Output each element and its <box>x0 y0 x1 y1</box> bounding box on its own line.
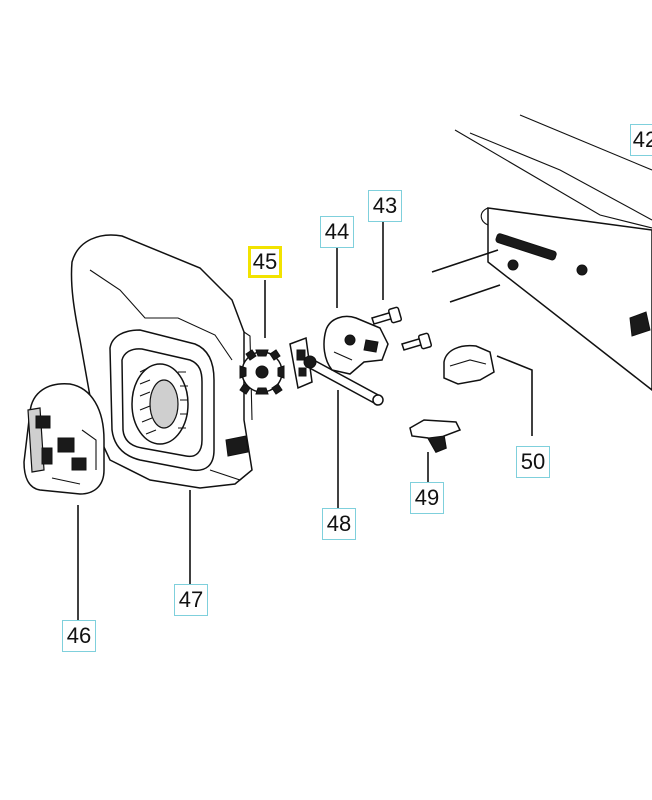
adjusting-rod <box>303 355 384 406</box>
tensioner-block <box>323 315 389 375</box>
sprocket-gear <box>239 349 285 395</box>
callout-47: 47 <box>174 584 208 616</box>
callout-50: 50 <box>516 446 550 478</box>
bracket-plate <box>289 336 313 390</box>
sprocket-cover <box>70 234 253 489</box>
callout-46: 46 <box>62 620 96 652</box>
screws <box>371 306 433 351</box>
leader-lines <box>77 222 533 620</box>
small-lever <box>409 419 462 453</box>
chain-catch <box>443 344 495 385</box>
callout-45: 45 <box>248 246 282 278</box>
callout-43: 43 <box>368 190 402 222</box>
callout-44: 44 <box>320 216 354 248</box>
guide-bar <box>431 114 652 391</box>
side-housing-piece <box>23 383 105 495</box>
callout-49: 49 <box>410 482 444 514</box>
callout-48: 48 <box>322 508 356 540</box>
callout-42: 42 <box>630 124 652 156</box>
